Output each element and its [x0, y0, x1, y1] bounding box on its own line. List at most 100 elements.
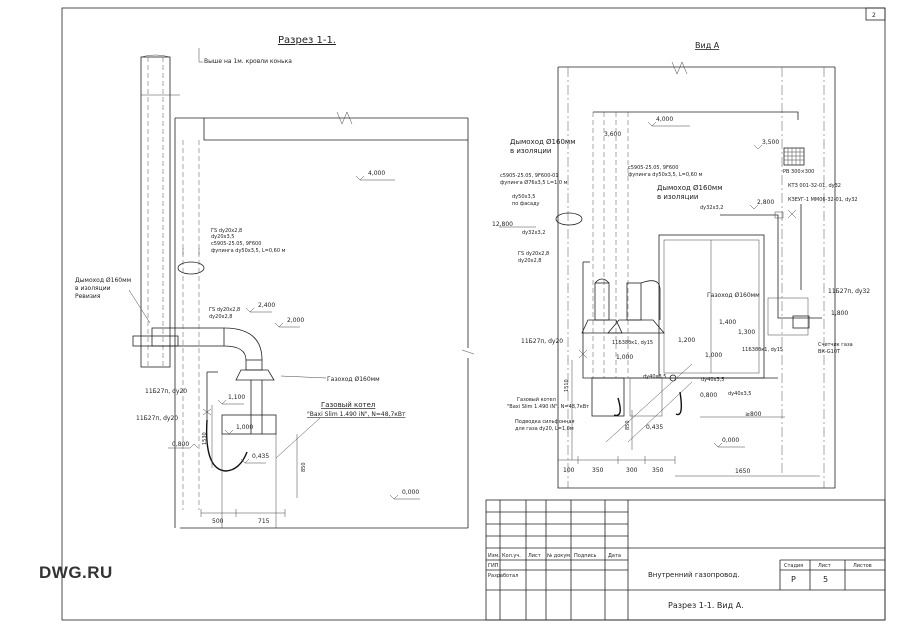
stage-value: Р	[791, 575, 796, 584]
svg-text:Дымоход Ø160мм: Дымоход Ø160мм	[657, 184, 722, 192]
section-title: Разрез 1-1.	[278, 35, 336, 46]
view-note-left: c5905-25.05, 9F600-01 фупинга Ø76x3,5 L=…	[500, 173, 568, 186]
svg-text:Газовый котел: Газовый котел	[517, 396, 556, 403]
svg-text:1,000: 1,000	[705, 352, 722, 359]
sheet-frame: 2	[61, 7, 886, 621]
section-chimney-label: Дымоход Ø160мм в изоляции Ревизия	[75, 277, 131, 300]
section-valve-2: 11Б27п, dy20	[136, 415, 178, 422]
view-note-right: c5905-25.05, 9F600 фупинга dy50x3,5, L=0…	[628, 165, 703, 178]
svg-text:Счетчик газа: Счетчик газа	[818, 342, 853, 348]
svg-text:2,800: 2,800	[757, 199, 774, 206]
section-level-marks: 4,000 2,400 2,000 1,100 1,000 0,800 0,43…	[168, 170, 420, 500]
roof-note: Выше на 1м. кровли конька	[204, 58, 292, 65]
view-small-labels: 11Б38бк1, dy15 11Б38бк1, dy15 dy40x3,5 d…	[522, 205, 783, 397]
svg-text:1,800: 1,800	[831, 310, 848, 317]
view-title: Вид А	[695, 41, 720, 50]
view-pipe-note: ГЅ dy20x2,8 dy20x2,8	[518, 251, 549, 264]
svg-text:ГЅ dy20x2,8: ГЅ dy20x2,8	[209, 307, 240, 313]
svg-text:Ревизия: Ревизия	[75, 293, 101, 300]
view-chimney-label-1: Дымоход Ø160мм в изоляции	[510, 138, 575, 155]
svg-text:c5905-25.05, 9F600: c5905-25.05, 9F600	[211, 241, 261, 247]
meter-label: Счетчик газа ВК-G10Т	[818, 342, 853, 355]
svg-text:Изм.: Изм.	[488, 553, 500, 559]
svg-text:350: 350	[592, 467, 604, 474]
svg-text:1,000: 1,000	[616, 354, 633, 361]
svg-text:c5905-25.05, 9F600-01: c5905-25.05, 9F600-01	[500, 173, 559, 179]
view-dimensions: 100 350 300 350 1650 ≥800 1510 850	[557, 360, 820, 477]
svg-text:1530: 1530	[202, 432, 208, 445]
svg-text:dy32x3,2: dy32x3,2	[700, 205, 723, 211]
svg-text:1,200: 1,200	[678, 337, 695, 344]
svg-text:в изоляции: в изоляции	[510, 147, 551, 155]
svg-text:1,000: 1,000	[236, 424, 253, 431]
svg-text:≥800: ≥800	[745, 411, 762, 418]
section-1-1: Разрез 1-1. Выше на 1м. кровли конька	[75, 35, 475, 529]
svg-text:0,435: 0,435	[646, 424, 663, 431]
svg-text:100: 100	[563, 467, 575, 474]
svg-text:в изоляции: в изоляции	[657, 193, 698, 201]
section-valve-1: 11Б27п, dy20	[145, 388, 187, 395]
svg-text:850: 850	[625, 420, 631, 430]
svg-text:ВК-G10Т: ВК-G10Т	[818, 349, 841, 355]
svg-text:c5905-25.05, 9F600: c5905-25.05, 9F600	[628, 165, 678, 171]
view-valve-right: 11Б27п, dy32	[828, 288, 870, 295]
svg-text:11Б38бк1, dy15: 11Б38бк1, dy15	[742, 347, 783, 353]
svg-text:dy20x2,8: dy20x2,8	[209, 314, 232, 320]
stage-label: Стадия	[784, 563, 803, 569]
title-block-header: Изм. Кол.уч. Лист № докум. Подпись Дата	[488, 553, 621, 559]
svg-text:0,435: 0,435	[252, 453, 269, 460]
svg-text:Подводка сильфонная: Подводка сильфонная	[515, 419, 575, 425]
svg-text:Дата: Дата	[608, 553, 621, 559]
svg-text:dy40x3,5: dy40x3,5	[728, 391, 751, 397]
svg-text:500: 500	[212, 518, 224, 525]
section-dimensions: 500 715 1530 850	[200, 405, 307, 525]
section-pipe-note: ГЅ dy20x2,8 dy20x3,5 c5905-25.05, 9F600 …	[211, 228, 286, 254]
grille-label: РВ 300×300	[783, 169, 814, 175]
svg-text:0,000: 0,000	[722, 437, 739, 444]
project-title: Внутренний газопровод.	[648, 571, 740, 579]
svg-text:по фасаду: по фасаду	[512, 201, 540, 207]
svg-text:1,100: 1,100	[228, 394, 245, 401]
view-hose-label: Подводка сильфонная для газа dy20, L=1,0…	[515, 419, 575, 432]
svg-text:dy40x3,5: dy40x3,5	[643, 374, 666, 380]
svg-text:1,400: 1,400	[719, 319, 736, 326]
svg-text:Дымоход Ø160мм: Дымоход Ø160мм	[75, 277, 131, 284]
svg-text:"Baxi Slim 1.490 iN", N=48,7кВ: "Baxi Slim 1.490 iN", N=48,7кВт	[507, 404, 589, 410]
watermark: DWG.RU	[39, 563, 113, 582]
svg-text:1510: 1510	[564, 379, 570, 392]
svg-text:№ докум.: № докум.	[547, 553, 572, 559]
view-flue-label: Газоход Ø160мм	[707, 292, 760, 299]
svg-text:0,000: 0,000	[402, 489, 419, 496]
svg-text:фупинга dy50x3,5, L=0,60 м: фупинга dy50x3,5, L=0,60 м	[211, 248, 286, 254]
sheet-number: 2	[872, 12, 876, 19]
view-facade-note: dy50x3,5 по фасаду	[512, 194, 540, 207]
view-a: Вид А РВ 300×300	[492, 41, 870, 489]
svg-text:3,500: 3,500	[762, 139, 779, 146]
svg-text:350: 350	[652, 467, 664, 474]
svg-text:850: 850	[301, 462, 307, 472]
svg-text:ГЅ dy20x2,8: ГЅ dy20x2,8	[518, 251, 549, 257]
svg-text:300: 300	[626, 467, 638, 474]
svg-text:12,800: 12,800	[492, 221, 513, 228]
svg-text:4,000: 4,000	[368, 170, 385, 177]
view-valve-left: 11Б27п, dy20	[521, 338, 563, 345]
svg-text:ГЅ dy20x2,8: ГЅ dy20x2,8	[211, 228, 242, 234]
svg-text:dy20x2,8: dy20x2,8	[518, 258, 541, 264]
svg-text:Кол.уч.: Кол.уч.	[502, 553, 521, 559]
sheets-label: Листов	[853, 563, 872, 569]
svg-text:в изоляции: в изоляции	[75, 285, 111, 292]
ktz-label: КТЗ 001-32-01, dy32	[788, 183, 841, 189]
svg-text:2,000: 2,000	[287, 317, 304, 324]
sheet-label: Лист	[818, 563, 831, 569]
svg-text:3,600: 3,600	[604, 131, 621, 138]
section-boiler-model: "Baxi Slim 1.490 iN", N=48,7кВт	[307, 411, 406, 418]
svg-text:Дымоход Ø160мм: Дымоход Ø160мм	[510, 138, 575, 146]
sheet-value: 5	[823, 575, 828, 584]
svg-text:1,300: 1,300	[738, 329, 755, 336]
view-level-marks: 4,000 3,600 3,500 2,800 12,800 1,800 1,4…	[492, 116, 848, 448]
sheet-title: Разрез 1-1. Вид А.	[668, 601, 744, 610]
svg-text:Подпись: Подпись	[574, 553, 597, 559]
view-boiler-label: Газовый котел "Baxi Slim 1.490 iN", N=48…	[507, 396, 589, 410]
svg-text:dy32x3,2: dy32x3,2	[522, 230, 545, 236]
